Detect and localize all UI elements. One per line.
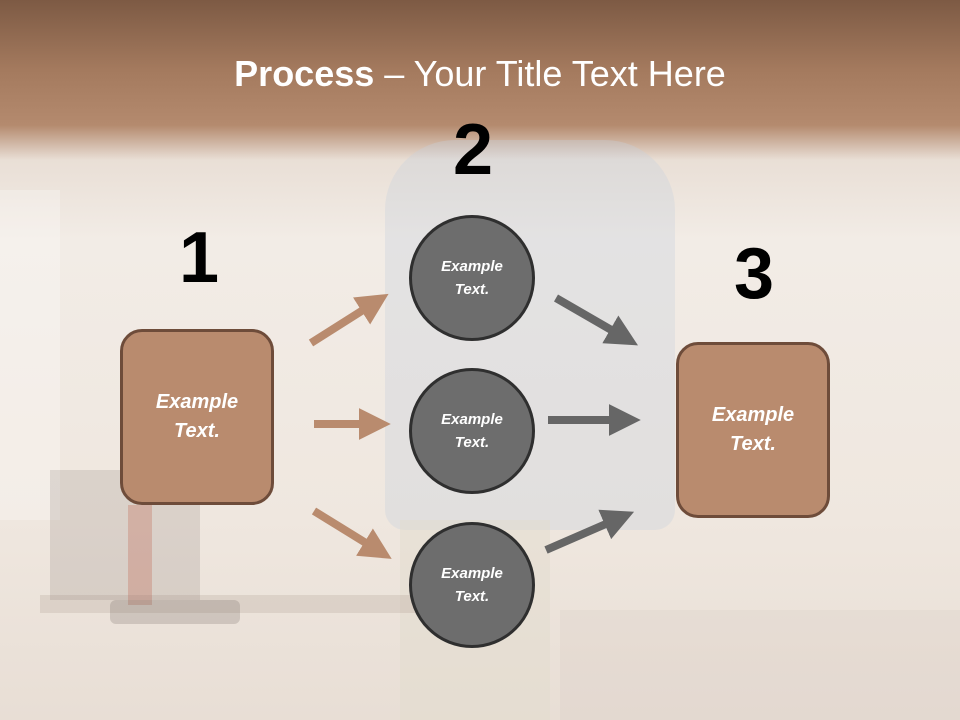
- step-number-2: 2: [452, 110, 494, 190]
- arrow-2c-to-3: [544, 509, 635, 554]
- background-chair: [110, 600, 240, 624]
- background-floor: [560, 610, 960, 720]
- step3-box[interactable]: Example Text.: [676, 342, 830, 518]
- step2-top-label: Example Text.: [441, 258, 503, 298]
- arrow-1-to-2c: [311, 507, 392, 559]
- step2-bottom-label: Example Text.: [441, 565, 503, 605]
- arrow-1-to-2a: [308, 293, 389, 347]
- slide-title: Process – Your Title Text Here: [0, 52, 960, 96]
- step1-label: Example Text.: [155, 391, 239, 442]
- step2-circle-bottom[interactable]: Example Text.: [409, 522, 535, 648]
- title-rest: – Your Title Text Here: [374, 53, 726, 94]
- step-number-1: 1: [178, 218, 220, 298]
- step-number-3: 3: [733, 234, 775, 314]
- background-desk: [40, 595, 420, 613]
- arrow-2a-to-3: [553, 294, 639, 346]
- step2-circle-middle[interactable]: Example Text.: [409, 368, 535, 494]
- step2-circle-top[interactable]: Example Text.: [409, 215, 535, 341]
- step3-label: Example Text.: [711, 404, 795, 455]
- step2-middle-label: Example Text.: [441, 411, 503, 451]
- title-bold: Process: [234, 53, 375, 94]
- background-window: [0, 190, 60, 520]
- background-binder: [128, 505, 152, 605]
- step1-box[interactable]: Example Text.: [120, 329, 274, 505]
